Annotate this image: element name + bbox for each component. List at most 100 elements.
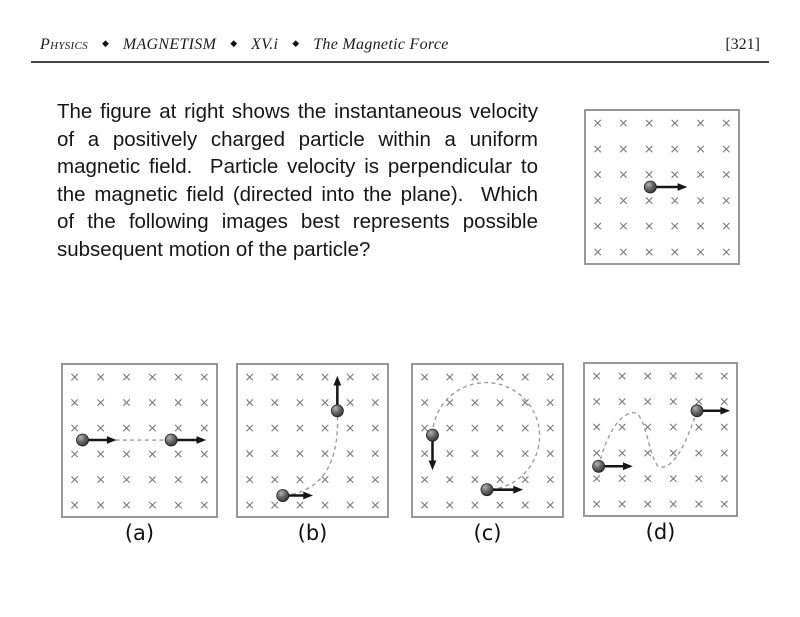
question-text: The figure at right shows the instantane…	[57, 98, 538, 264]
field-into-page-cross-icon: ×	[618, 192, 629, 207]
field-into-page-cross-icon: ×	[121, 446, 132, 461]
field-into-page-cross-icon: ×	[199, 369, 210, 384]
field-into-page-cross-icon: ×	[695, 115, 706, 130]
field-into-page-cross-icon: ×	[695, 167, 706, 182]
field-into-page-cross-icon: ×	[644, 244, 655, 259]
field-into-page-cross-icon: ×	[693, 470, 704, 485]
field-into-page-cross-icon: ×	[270, 446, 281, 461]
trajectory-path	[431, 381, 541, 491]
field-into-page-cross-icon: ×	[520, 446, 531, 461]
option-b: ×××××××××××××××××××××××××××××××××××× (b)	[236, 363, 389, 545]
field-into-page-cross-icon: ×	[345, 369, 356, 384]
field-into-page-cross-icon: ×	[69, 395, 80, 410]
field-diagram: ××××××××××××××××××××××××××××××××××××	[591, 368, 731, 511]
field-into-page-cross-icon: ×	[642, 496, 653, 511]
field-into-page-cross-icon: ×	[693, 445, 704, 460]
velocity-arrow-head	[622, 462, 633, 471]
field-into-page-cross-icon: ×	[95, 446, 106, 461]
trajectory-path	[284, 411, 339, 497]
field-into-page-cross-icon: ×	[270, 471, 281, 486]
diamond-separator-icon: ◆	[101, 38, 109, 48]
option-b-label: (b)	[297, 521, 328, 545]
field-into-page-cross-icon: ×	[693, 394, 704, 409]
question-line: subsequent motion of the particle?	[57, 237, 371, 261]
field-into-page-cross-icon: ×	[345, 395, 356, 410]
field-into-page-cross-icon: ×	[295, 446, 306, 461]
field-into-page-cross-icon: ×	[121, 497, 132, 512]
field-into-page-cross-icon: ×	[244, 369, 255, 384]
field-into-page-cross-icon: ×	[721, 167, 732, 182]
field-into-page-cross-icon: ×	[670, 218, 681, 233]
question-line: the magnetic field (directed into the pl…	[57, 182, 538, 206]
field-into-page-cross-icon: ×	[721, 244, 732, 259]
field-into-page-cross-icon: ×	[320, 395, 331, 410]
question-line: magnetic field. Particle velocity is per…	[57, 155, 538, 179]
velocity-arrow-head	[333, 375, 342, 386]
field-into-page-cross-icon: ×	[445, 471, 456, 486]
field-into-page-cross-icon: ×	[69, 446, 80, 461]
header-section: XV.i	[251, 36, 279, 53]
field-into-page-cross-icon: ×	[495, 446, 506, 461]
page-number: [321]	[725, 36, 760, 53]
field-into-page-cross-icon: ×	[147, 395, 158, 410]
field-diagram: ××××××××××××××××××××××××××××××××××××	[244, 369, 381, 512]
option-d-label: (d)	[645, 520, 676, 544]
field-into-page-cross-icon: ×	[592, 192, 603, 207]
field-into-page-cross-icon: ×	[345, 471, 356, 486]
field-into-page-cross-icon: ×	[545, 497, 556, 512]
field-into-page-cross-icon: ×	[69, 420, 80, 435]
field-into-page-cross-icon: ×	[199, 446, 210, 461]
field-into-page-cross-icon: ×	[617, 394, 628, 409]
field-into-page-cross-icon: ×	[121, 369, 132, 384]
field-into-page-cross-icon: ×	[270, 369, 281, 384]
field-into-page-cross-icon: ×	[445, 395, 456, 410]
field-into-page-cross-icon: ×	[199, 471, 210, 486]
field-into-page-cross-icon: ×	[591, 470, 602, 485]
field-into-page-cross-icon: ×	[95, 395, 106, 410]
field-into-page-cross-icon: ×	[591, 368, 602, 383]
field-into-page-cross-icon: ×	[520, 369, 531, 384]
field-into-page-cross-icon: ×	[545, 471, 556, 486]
field-into-page-cross-icon: ×	[642, 445, 653, 460]
field-into-page-cross-icon: ×	[617, 470, 628, 485]
field-into-page-cross-icon: ×	[320, 471, 331, 486]
field-into-page-cross-icon: ×	[670, 192, 681, 207]
field-into-page-cross-icon: ×	[470, 471, 481, 486]
field-into-page-cross-icon: ×	[668, 470, 679, 485]
field-into-page-cross-icon: ×	[719, 496, 730, 511]
field-into-page-cross-icon: ×	[670, 141, 681, 156]
field-into-page-cross-icon: ×	[644, 192, 655, 207]
field-into-page-cross-icon: ×	[668, 394, 679, 409]
option-d: ×××××××××××××××××××××××××××××××××××× (d)	[583, 362, 738, 544]
field-into-page-cross-icon: ×	[173, 446, 184, 461]
question-line: of the following images best represents …	[57, 210, 538, 234]
field-into-page-cross-icon: ×	[591, 394, 602, 409]
velocity-arrow-head	[677, 183, 688, 191]
field-into-page-cross-icon: ×	[69, 497, 80, 512]
field-into-page-cross-icon: ×	[69, 369, 80, 384]
field-into-page-cross-icon: ×	[618, 218, 629, 233]
field-into-page-cross-icon: ×	[644, 115, 655, 130]
field-into-page-cross-icon: ×	[618, 141, 629, 156]
main-field-figure: ××××××××××××××××××××××××××××××××××××	[584, 109, 740, 265]
field-into-page-cross-icon: ×	[668, 496, 679, 511]
velocity-arrow-head	[196, 436, 207, 444]
diamond-separator-icon: ◆	[292, 38, 300, 48]
charged-particle	[76, 433, 89, 447]
field-into-page-cross-icon: ×	[545, 369, 556, 384]
field-into-page-cross-icon: ×	[199, 395, 210, 410]
field-into-page-cross-icon: ×	[95, 420, 106, 435]
velocity-arrow-head	[303, 491, 313, 500]
field-into-page-cross-icon: ×	[520, 471, 531, 486]
field-into-page-cross-icon: ×	[370, 446, 381, 461]
field-into-page-cross-icon: ×	[173, 420, 184, 435]
field-into-page-cross-icon: ×	[95, 471, 106, 486]
field-into-page-cross-icon: ×	[721, 218, 732, 233]
field-into-page-cross-icon: ×	[173, 497, 184, 512]
field-into-page-cross-icon: ×	[445, 369, 456, 384]
field-into-page-cross-icon: ×	[121, 420, 132, 435]
field-into-page-cross-icon: ×	[618, 244, 629, 259]
field-into-page-cross-icon: ×	[320, 369, 331, 384]
field-into-page-cross-icon: ×	[591, 419, 602, 434]
field-into-page-cross-icon: ×	[693, 368, 704, 383]
